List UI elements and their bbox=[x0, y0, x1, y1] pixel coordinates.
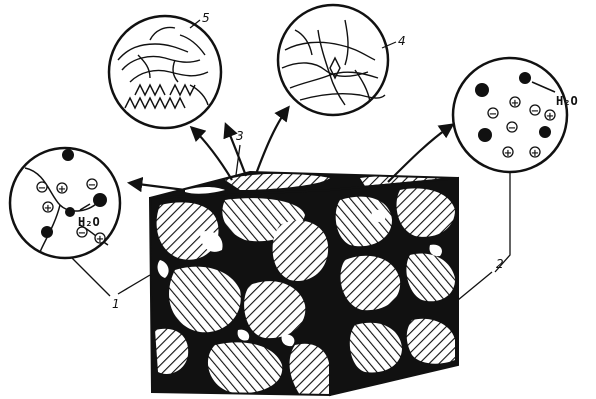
soil-cube bbox=[150, 172, 458, 395]
arrow-to-circle-4 bbox=[256, 108, 288, 174]
ion-plus-sign: + bbox=[511, 98, 519, 109]
ion-minus-sign: − bbox=[489, 109, 497, 120]
label-1: 1 bbox=[112, 297, 120, 311]
arrow-to-circle-2 bbox=[388, 125, 452, 182]
ion-minus-sign: − bbox=[38, 183, 46, 194]
ion-plus-sign: + bbox=[546, 111, 554, 122]
circle-pore-solution-left: − + − + − + H₂O bbox=[10, 148, 120, 258]
circle-pore-solution-right: + − − − + + + H₂O bbox=[453, 58, 578, 172]
ion-plus-sign: + bbox=[96, 234, 104, 245]
label-4: 4 bbox=[398, 34, 406, 48]
ion-plus-sign: + bbox=[44, 203, 52, 214]
label-2: 2 bbox=[496, 257, 504, 271]
ion-minus-sign: − bbox=[508, 123, 516, 134]
ion-plus-sign: + bbox=[58, 184, 66, 195]
label-3: 3 bbox=[236, 129, 244, 143]
label-5: 5 bbox=[202, 11, 210, 25]
cube-side-face bbox=[330, 178, 458, 395]
circle-fiber-structure: 4 bbox=[278, 5, 406, 115]
arrow-to-circle-5a bbox=[192, 128, 232, 180]
ion-minus-sign: − bbox=[531, 106, 539, 117]
arrow-to-circle-1 bbox=[130, 183, 185, 190]
cube-front-face bbox=[150, 190, 330, 395]
ion-plus-sign: + bbox=[531, 148, 539, 159]
water-label-right: H₂O bbox=[556, 94, 578, 108]
ion-plus-sign: + bbox=[504, 148, 512, 159]
circle-humus-structure: 5 bbox=[109, 11, 221, 128]
ion-minus-sign: − bbox=[78, 228, 86, 239]
ion-minus-sign: − bbox=[88, 180, 96, 191]
water-label-left: H₂O bbox=[78, 215, 100, 229]
